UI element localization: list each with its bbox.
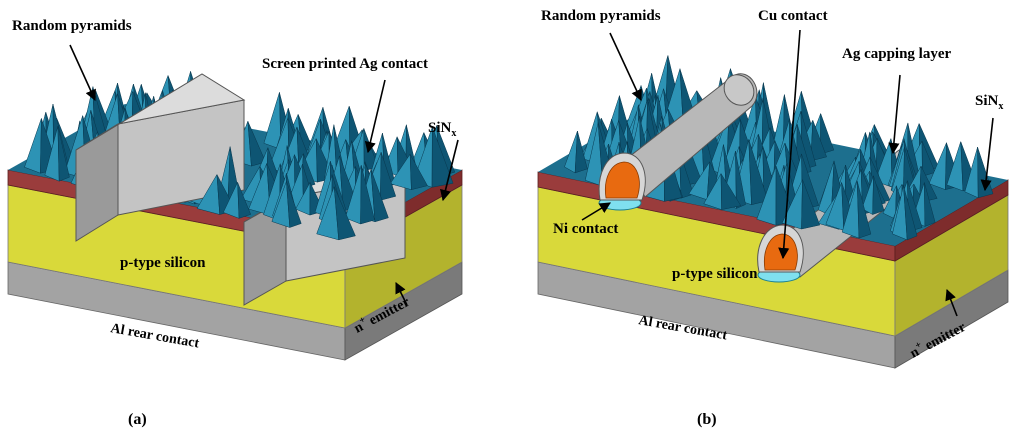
- pyramid-face-shade: [748, 139, 769, 206]
- pyramid-face-shade: [431, 126, 454, 188]
- panel-b-p-type-label: p-type silicon: [672, 266, 758, 282]
- pyramid-face-shade: [333, 186, 356, 241]
- pyramid-face-shade: [924, 182, 936, 227]
- panel-a-caption: (a): [128, 411, 147, 428]
- pyramid-face-lit: [263, 92, 282, 150]
- pyramid-face-shade: [574, 130, 588, 174]
- pyramid-face-shade: [370, 169, 389, 223]
- panel-b: Random pyramids Cu contact Ag capping la…: [537, 8, 1009, 428]
- panel-b-pyramids-front: [756, 122, 994, 241]
- panel-a-p-type-label: p-type silicon: [120, 255, 206, 271]
- panel-a-ag-contact-label: Screen printed Ag contact: [262, 56, 428, 72]
- pyramid-face-shade: [801, 179, 821, 230]
- panel-b-cu-contact-label: Cu contact: [758, 8, 828, 24]
- pyramid-face-shade: [247, 121, 266, 167]
- pyramid-face-shade: [810, 120, 827, 162]
- panel-b-sinx-label: SiNx: [975, 93, 1003, 112]
- pyramid-face-shade: [57, 126, 70, 182]
- pyramid-face-shade: [286, 181, 302, 228]
- pyramid-face-shade: [720, 172, 742, 210]
- pyramid-face-shade: [237, 182, 252, 219]
- panel-a: Random pyramids Screen printed Ag contac…: [7, 18, 463, 428]
- pyramid-face-shade: [921, 140, 936, 177]
- pyramid-face-shade: [820, 113, 835, 155]
- panel-b-ag-capping-label: Ag capping layer: [842, 46, 952, 62]
- pyramid-face-shade: [856, 180, 872, 239]
- pyramid-face-lit: [24, 118, 42, 174]
- panel-b-ni-contact-label: Ni contact: [553, 221, 618, 237]
- panel-b-caption: (b): [697, 411, 717, 428]
- panel-b-cu-core-left: [604, 161, 640, 199]
- pyramid-face-shade: [977, 147, 994, 199]
- pyramid-face-shade: [409, 154, 428, 191]
- panel-a-random-pyramids-label: Random pyramids: [12, 18, 132, 34]
- pyramid-face-shade: [360, 165, 375, 225]
- pyramid-face-shade: [735, 151, 746, 209]
- panel-b-random-pyramids-label: Random pyramids: [541, 8, 661, 24]
- panel-a-sinx-label: SiNx: [428, 120, 456, 139]
- pyramid-face-shade: [903, 185, 918, 241]
- pyramid-face-shade: [872, 175, 885, 215]
- pyramid-face-shade: [380, 152, 397, 201]
